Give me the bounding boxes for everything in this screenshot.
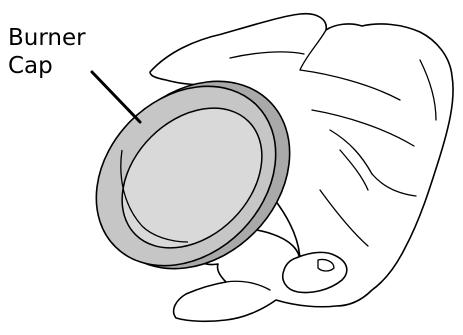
callout-pointer [92,72,140,122]
callout-label-line1: Burner [8,25,86,51]
callout-label-line2: Cap [8,53,53,79]
